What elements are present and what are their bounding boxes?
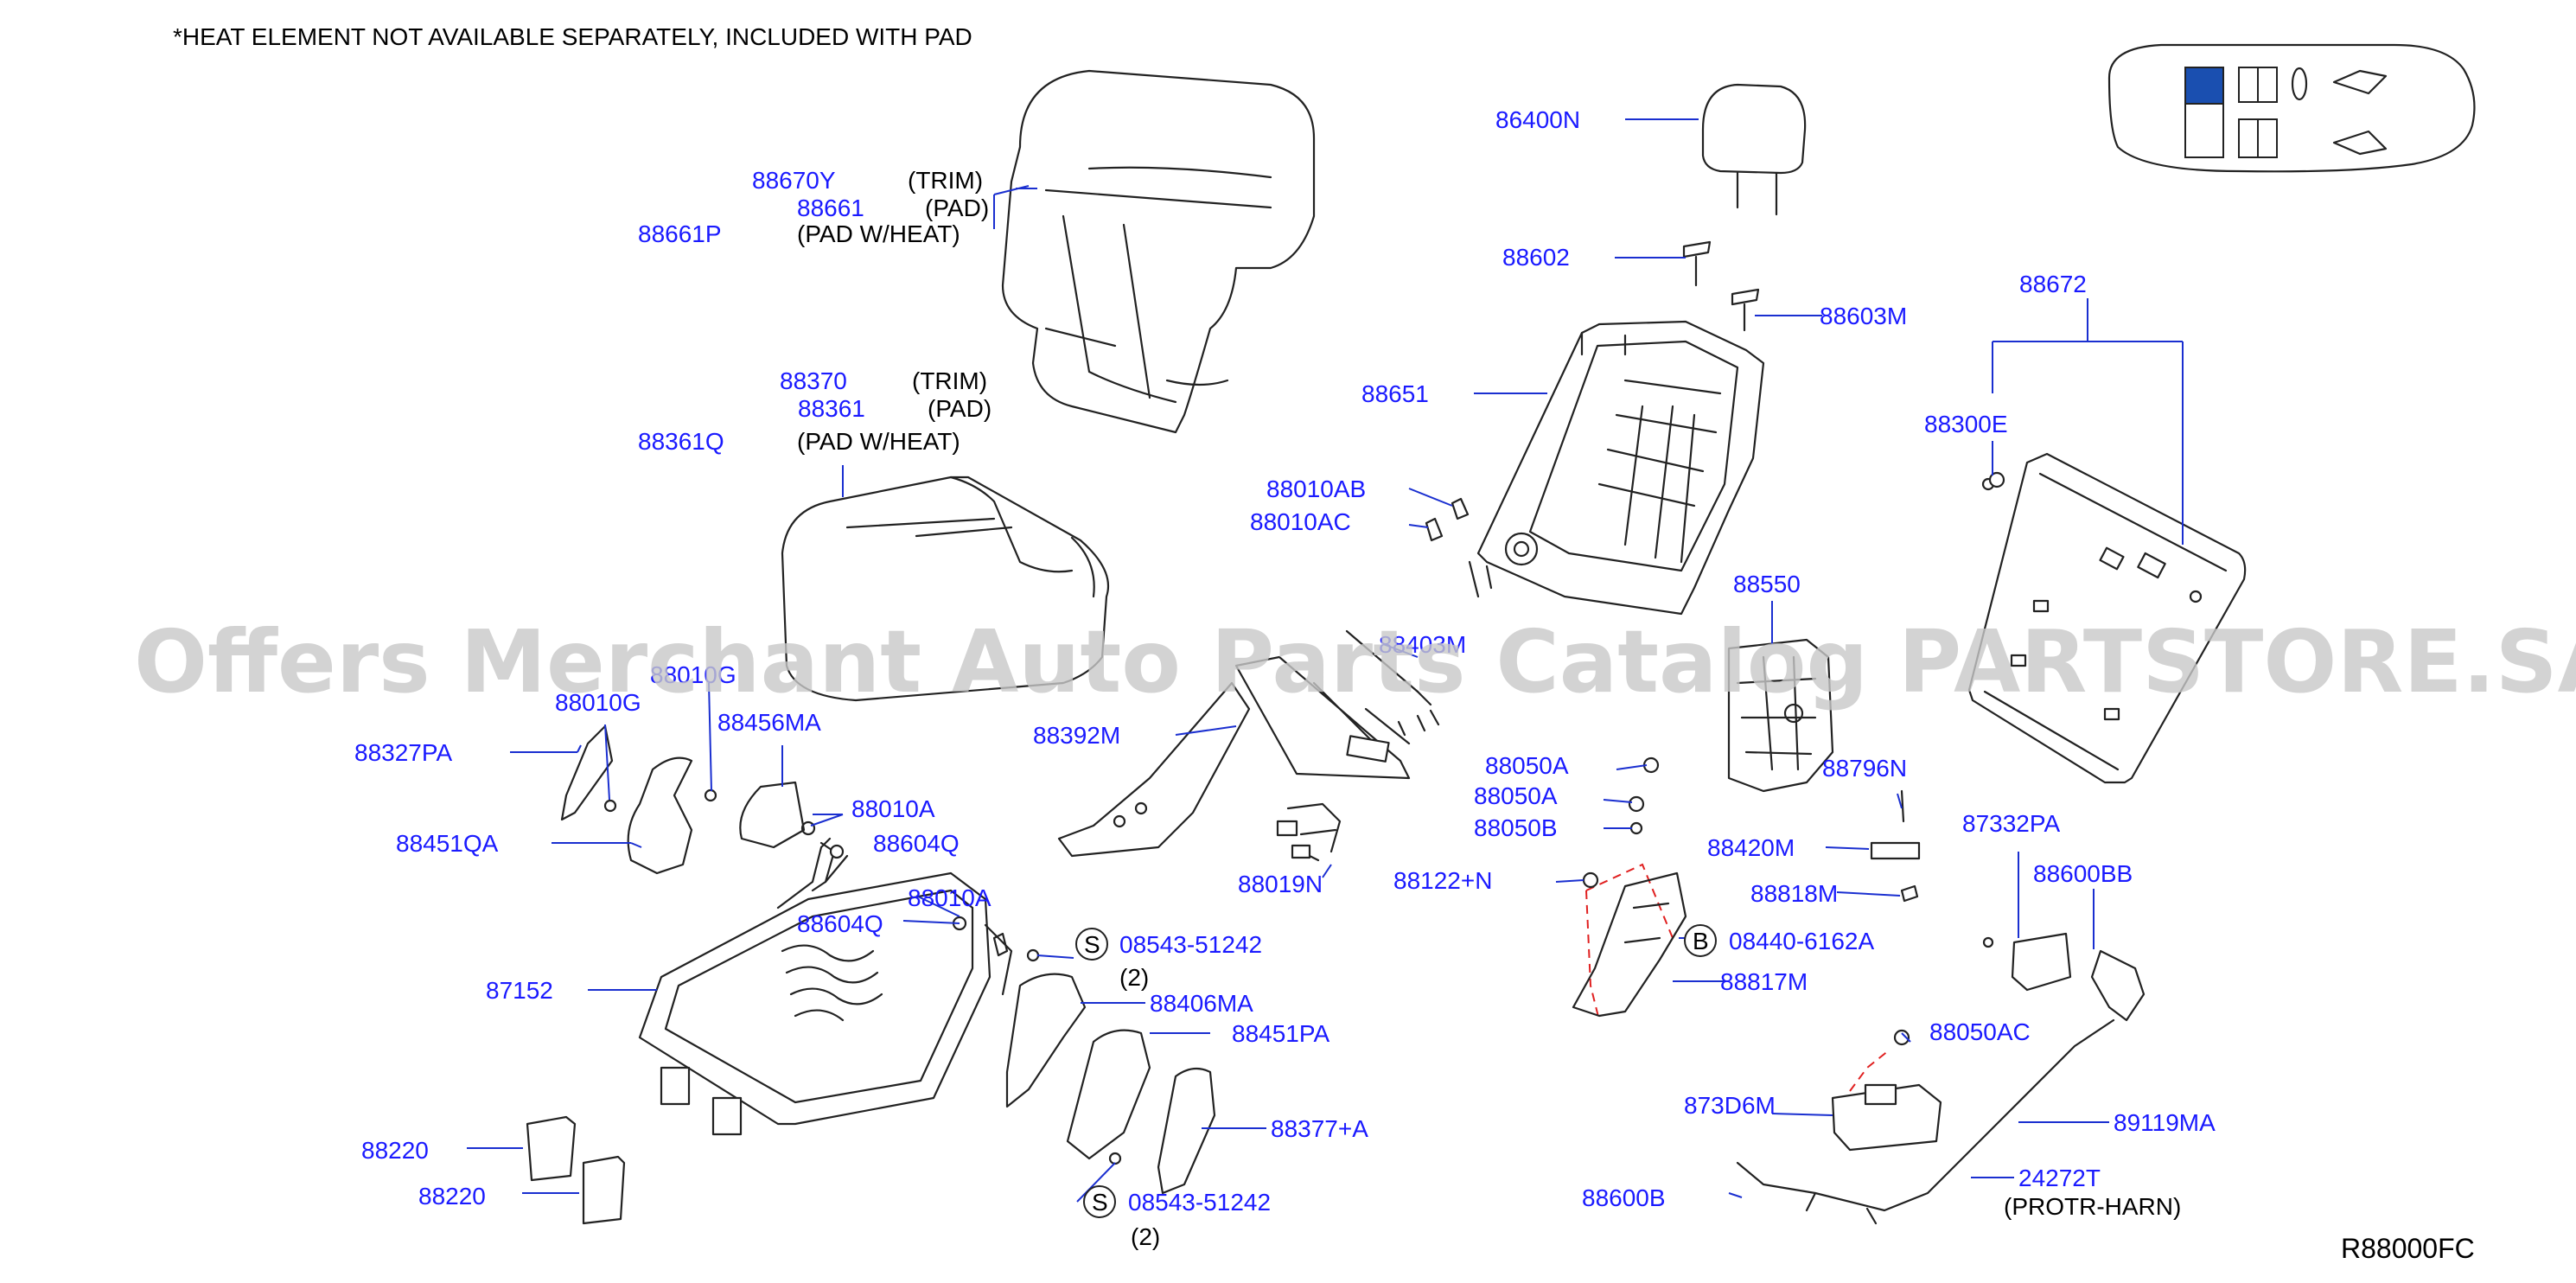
callout-88361: 88361 <box>798 395 865 422</box>
callout-873D6M: 873D6M <box>1684 1092 1776 1119</box>
header-note: *HEAT ELEMENT NOT AVAILABLE SEPARATELY, … <box>173 23 972 50</box>
callout-88327PA: 88327PA <box>354 739 452 766</box>
callout-88010AB: 88010AB <box>1266 476 1366 502</box>
callout-88600B: 88600B <box>1582 1184 1666 1211</box>
watermark: Offers Merchant Auto Parts Catalog PARTS… <box>134 611 2576 712</box>
callout-88010A: 88010A <box>851 795 935 822</box>
side-cover-drawing <box>1005 973 1216 1195</box>
callout-24272T: 24272T <box>2018 1165 2101 1191</box>
callout-88451QA: 88451QA <box>396 830 499 857</box>
callout-88456MA: 88456MA <box>717 709 821 736</box>
note-pad-back: (PAD) <box>925 195 989 221</box>
callout-88220-lower: 88220 <box>418 1183 486 1210</box>
callout-87332PA: 87332PA <box>1962 810 2060 837</box>
callout-88670Y: 88670Y <box>752 167 836 194</box>
wire-harness-drawing <box>1736 1018 2115 1225</box>
fasteners-drawing <box>603 471 2005 1165</box>
leader-lines <box>467 118 2184 1203</box>
callout-88010A-lower: 88010A <box>908 884 992 911</box>
callout-88817M: 88817M <box>1720 968 1808 995</box>
callout-86400N: 86400N <box>1495 106 1580 133</box>
callout-88651: 88651 <box>1361 380 1429 407</box>
cushion-frame-drawing <box>638 837 1013 1136</box>
callout-88370: 88370 <box>780 367 847 394</box>
qty-lower: (2) <box>1131 1223 1160 1250</box>
callout-08440-6162A: 08440-6162A <box>1729 928 1874 954</box>
callout-88661: 88661 <box>797 195 864 221</box>
seat-slide-rail-drawing <box>1057 629 1440 858</box>
callout-88122N: 88122+N <box>1393 867 1492 894</box>
note-trim-cushion: (TRIM) <box>912 367 987 394</box>
callout-88550: 88550 <box>1733 571 1801 597</box>
callout-88010G-upper: 88010G <box>650 661 736 688</box>
callout-88361Q: 88361Q <box>638 428 724 455</box>
callout-88050A-second: 88050A <box>1474 782 1558 809</box>
callout-88019N: 88019N <box>1238 871 1323 897</box>
control-unit-drawing <box>1831 1050 1942 1152</box>
callout-88010G: 88010G <box>555 689 641 716</box>
recliner-drawing <box>1727 638 1834 793</box>
back-board-drawing <box>1967 452 2247 784</box>
headrest-drawing <box>1701 83 1807 216</box>
callout-88300E: 88300E <box>1924 411 2008 437</box>
qty-upper: (2) <box>1119 964 1149 991</box>
callout-89119MA: 89119MA <box>2114 1109 2216 1136</box>
callout-88672: 88672 <box>2019 271 2087 297</box>
note-trim-back: (TRIM) <box>908 167 983 194</box>
callout-88420M: 88420M <box>1707 834 1795 861</box>
note-pad-heat-back: (PAD W/HEAT) <box>797 220 960 247</box>
callout-88604Q: 88604Q <box>873 830 960 857</box>
callout-88602: 88602 <box>1502 244 1570 271</box>
s-badge-circle-lower <box>1083 1185 1116 1218</box>
figure-code: R88000FC <box>2341 1233 2475 1264</box>
headrest-guide-drawing <box>1682 240 1760 332</box>
callout-88392M: 88392M <box>1033 722 1120 749</box>
callout-88377A: 88377+A <box>1271 1115 1368 1142</box>
b-badge-circle <box>1684 924 1717 957</box>
s-badge-lower: S <box>1092 1189 1108 1216</box>
seat-back-frame-drawing <box>1468 320 1765 616</box>
seat-back-trim-drawing <box>1001 69 1316 434</box>
car-locator-icon <box>2107 43 2476 173</box>
s-badge-upper: S <box>1084 931 1100 958</box>
callout-88050AC: 88050AC <box>1929 1018 2031 1045</box>
bracket-drawing <box>1572 863 1687 1021</box>
callout-88661P: 88661P <box>638 220 722 247</box>
harness-drawing <box>1276 802 1342 862</box>
caps-drawing <box>526 1115 626 1225</box>
callout-labels: 88670Y (TRIM) 88661 (PAD) 88661P (PAD W/… <box>354 106 2216 1250</box>
callout-08543-51242-lower: 08543-51242 <box>1128 1189 1271 1216</box>
callout-88220-upper: 88220 <box>361 1137 429 1164</box>
callout-88603M: 88603M <box>1820 303 1907 329</box>
callout-88050A: 88050A <box>1485 752 1569 779</box>
callout-88451PA: 88451PA <box>1232 1020 1329 1047</box>
note-protr-harn: (PROTR-HARN) <box>2004 1193 2181 1220</box>
callout-88010AC: 88010AC <box>1250 508 1351 535</box>
callout-08543-51242-upper: 08543-51242 <box>1119 931 1262 958</box>
b-badge: B <box>1693 928 1709 954</box>
callout-87152: 87152 <box>486 977 553 1004</box>
callout-88600BB: 88600BB <box>2033 860 2133 887</box>
callout-88050B: 88050B <box>1474 814 1558 841</box>
seat-cushion-drawing <box>781 476 1110 702</box>
switch-drawing <box>2011 932 2146 1022</box>
callout-88406MA: 88406MA <box>1150 990 1253 1017</box>
s-badge-circle <box>1075 928 1108 961</box>
callout-88796N: 88796N <box>1822 755 1907 782</box>
note-pad-cushion: (PAD) <box>928 395 992 422</box>
note-pad-heat-cushion: (PAD W/HEAT) <box>797 428 960 455</box>
callout-88604Q-lower: 88604Q <box>797 910 883 937</box>
callout-88818M: 88818M <box>1750 880 1838 907</box>
callout-88403M: 88403M <box>1379 631 1466 658</box>
